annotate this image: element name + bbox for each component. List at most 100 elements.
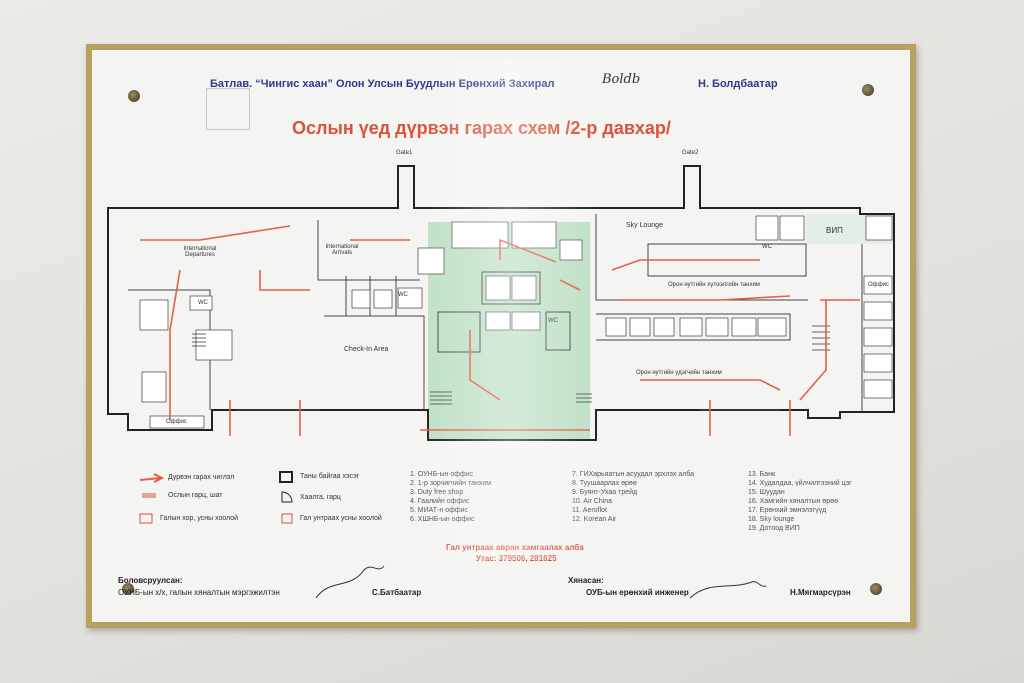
legend-item-fire-hose: Гал унтраах усны хоолой <box>300 515 382 522</box>
list-item: 4. Гаалийн оффис <box>410 498 470 505</box>
evac-arrow-16 <box>559 279 581 291</box>
legend-extinguisher-icon <box>281 513 293 524</box>
list-item: 3. Duty free shop <box>410 489 464 496</box>
wc-label-2: WC <box>398 292 408 298</box>
room-right-5 <box>705 317 729 337</box>
room-green-17 <box>511 311 541 331</box>
wall-center-stair <box>437 311 481 353</box>
screw-top-left <box>128 90 140 102</box>
room-duty <box>511 221 557 249</box>
approval-stamp <box>206 88 250 130</box>
list-item: 16. Хамгийн хяналтын өрөө <box>748 498 838 505</box>
room-bank <box>451 221 509 249</box>
legend-item-emergency-stairs: Ослын гарц, шат <box>168 492 223 499</box>
director-name: Н. Болдбаатар <box>698 78 778 90</box>
wall-left-block <box>128 289 211 410</box>
room-mid-3 <box>397 287 423 309</box>
legend-door-icon <box>281 491 293 503</box>
fire-service-title: Гал унтраах авран хамгаалах алба <box>446 543 584 552</box>
room-right-4 <box>679 317 703 337</box>
gate1-label: Gate1 <box>396 150 413 156</box>
legend-hydrant-icon <box>139 513 153 524</box>
room-mid-1 <box>351 289 371 309</box>
wall-checkin <box>324 315 425 410</box>
list-item: 18. Sky lounge <box>748 516 795 523</box>
prepared-label: Боловсруулсан: <box>118 576 183 585</box>
list-item: 8. Туушаарлах өрөө <box>572 480 637 487</box>
room-right-6 <box>731 317 757 337</box>
sky-lounge-label: Sky Lounge <box>626 222 663 229</box>
building-outline <box>107 165 895 441</box>
room-office-left <box>149 415 205 429</box>
wall-center-right <box>545 311 571 351</box>
room-topmid <box>417 247 445 275</box>
list-item: 10. Air China <box>572 498 613 505</box>
prepared-name: С.Батбаатар <box>372 588 422 597</box>
evac-arrow-11 <box>799 300 827 401</box>
list-item: 15. Шуудан <box>748 489 785 496</box>
list-item: 11. Aeroflot <box>572 507 607 514</box>
evac-arrow-6 <box>499 238 557 263</box>
evac-arrow-2 <box>169 269 181 420</box>
list-item: 2. 1-р зорчигчийн танхим <box>410 480 492 487</box>
legend-item-evac-direction: Дүрвэн гарах чиглэл <box>168 474 235 481</box>
wall-center-rooms <box>481 271 541 305</box>
prepared-role: ОУНБ-ын х/х, галын хяналтын мэргэжилтэн <box>118 588 280 597</box>
room-left-1 <box>139 299 169 331</box>
legend-arrow-icon <box>139 473 165 483</box>
intl-arrivals-label: International Arrivals <box>325 244 359 256</box>
list-item: 7. ГИХарьяатын асуудал эрхлэх алба <box>572 471 695 478</box>
checked-role: ОУБ-ын ерөнхий инженер <box>586 588 689 597</box>
director-signature: Boldb <box>602 72 641 87</box>
room-office-r4 <box>863 353 893 373</box>
room-green-2 <box>511 275 537 301</box>
wc-label-4: WC <box>762 244 772 250</box>
domestic-wait-label: Орон нутгийн хүлээлгийн танхим <box>668 282 760 288</box>
room-green-16 <box>485 311 511 331</box>
fire-service-phone: Утас: 379506, 281625 <box>476 554 557 563</box>
evac-arrow-8 <box>611 259 760 271</box>
room-left-2 <box>189 295 213 311</box>
office-label-left: Оффис <box>166 419 187 425</box>
list-item: 14. Худалдаа, үйлчилгээний цэг <box>748 480 852 487</box>
legend-item-hydrant: Галын хор, усны хоолой <box>160 515 239 522</box>
list-item: 17. Ерөнхий эмнэлэгүүд <box>748 507 827 514</box>
checked-signature <box>689 581 767 599</box>
room-right-3 <box>653 317 675 337</box>
legend-location-icon <box>279 471 293 483</box>
room-right-1 <box>605 317 627 337</box>
evac-arrow-1 <box>140 225 291 241</box>
list-item: 6. ХШНБ-ын оффис <box>410 516 475 523</box>
room-list-2: 7. ГИХарьяатын асуудал эрхлэх алба 8. Ту… <box>572 470 694 524</box>
legend-item-you-are-here: Таны байгаа хэсэг <box>300 473 360 480</box>
wall-right-rooms <box>596 313 791 341</box>
room-office-r5 <box>863 379 893 399</box>
stairs-left <box>192 333 206 347</box>
stairs-bottom-right <box>576 393 592 403</box>
room-16 <box>779 215 805 241</box>
wc-label-1: WC <box>198 300 208 306</box>
room-list-1: 1. ОУНБ-ын оффис 2. 1-р зорчигчийн танхи… <box>410 470 491 524</box>
screw-bottom-left <box>122 583 134 595</box>
evac-arrow-3 <box>259 270 310 291</box>
approval-header: Батлав. “Чингис хаан” Олон Улсын Буудлын… <box>210 78 555 90</box>
evac-arrow-9 <box>620 295 791 301</box>
room-list-3: 13. Банк 14. Худалдаа, үйлчилгээний цэг … <box>748 470 852 533</box>
room-green-1 <box>485 275 511 301</box>
list-item: 1. ОУНБ-ын оффис <box>410 471 474 478</box>
list-item: 19. Дотоод ВИП <box>748 525 800 532</box>
legend-stairs-icon <box>142 493 156 498</box>
wall-dep-arr <box>317 220 420 281</box>
screw-bottom-right <box>870 583 882 595</box>
list-item: 13. Банк <box>748 471 776 478</box>
evac-arrow-7 <box>469 330 501 401</box>
wall-right-block <box>595 214 808 301</box>
wc-label-3: WC <box>548 318 558 324</box>
room-office-r1 <box>863 275 893 295</box>
room-wc-center <box>559 239 583 261</box>
checked-name: Н.Мягмарсүрэн <box>790 588 851 597</box>
stairs-right <box>812 325 830 351</box>
room-15 <box>755 215 779 241</box>
vip-label: ВИП <box>826 226 843 235</box>
